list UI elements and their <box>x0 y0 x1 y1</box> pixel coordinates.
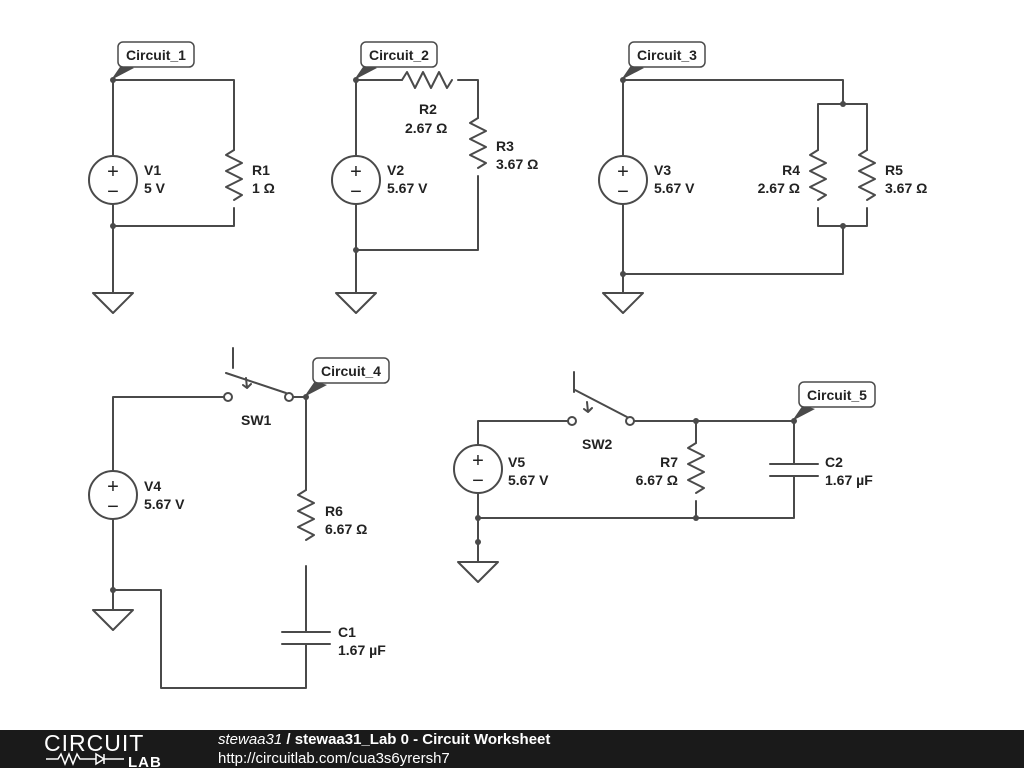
c1-value: 1.67 µF <box>338 642 386 658</box>
ground-symbol <box>92 292 134 314</box>
ground-symbol <box>457 561 499 583</box>
circuit-4: + − SW1 V4 5.67 V R6 6.67 Ω C1 1.67 µF C… <box>88 347 390 689</box>
sw2-name: SW2 <box>582 436 613 452</box>
worksheet-url[interactable]: http://circuitlab.com/cua3s6yrersh7 <box>218 750 450 767</box>
resistor-r2 <box>401 71 453 89</box>
circuit-2: + − V2 5.67 V R2 2.67 Ω R3 3.67 Ω Circui… <box>331 41 538 314</box>
footer-bar: CIRCUIT LAB stewaa31 / stewaa31_Lab 0 - … <box>0 730 1024 768</box>
v5-name: V5 <box>508 454 525 470</box>
resistor-r7 <box>687 442 705 494</box>
r4-name: R4 <box>782 162 800 178</box>
minus-symbol: − <box>107 496 119 518</box>
v1-name: V1 <box>144 162 161 178</box>
author-link[interactable]: stewaa31 <box>218 731 283 748</box>
r6-name: R6 <box>325 503 343 519</box>
logo-circuit-icon <box>46 751 124 767</box>
logo-text-bottom: LAB <box>128 754 162 767</box>
switch-sw2[interactable] <box>567 371 635 426</box>
plus-symbol: + <box>107 161 119 183</box>
svg-text:Circuit_4: Circuit_4 <box>321 363 381 379</box>
sw1-name: SW1 <box>241 412 272 428</box>
circuit-3-tag[interactable]: Circuit_3 <box>621 41 706 80</box>
minus-symbol: − <box>617 181 629 203</box>
v4-name: V4 <box>144 478 161 494</box>
title-separator: / <box>282 731 295 748</box>
circuit-2-tag[interactable]: Circuit_2 <box>354 41 438 80</box>
worksheet-title-text[interactable]: stewaa31_Lab 0 - Circuit Worksheet <box>294 731 551 748</box>
minus-symbol: − <box>350 181 362 203</box>
r2-name: R2 <box>419 101 437 117</box>
svg-text:Circuit_3: Circuit_3 <box>637 47 697 63</box>
circuit-3: + − V3 5.67 V R4 2.67 Ω R5 3.67 Ω Circui… <box>598 41 927 314</box>
capacitor-c1 <box>281 631 331 645</box>
r7-value: 6.67 Ω <box>636 472 678 488</box>
v3-value: 5.67 V <box>654 180 695 196</box>
v2-value: 5.67 V <box>387 180 428 196</box>
r3-name: R3 <box>496 138 514 154</box>
resistor-r4 <box>809 149 827 201</box>
c2-value: 1.67 µF <box>825 472 873 488</box>
ground-symbol <box>602 292 644 314</box>
c2-name: C2 <box>825 454 843 470</box>
r6-value: 6.67 Ω <box>325 521 367 537</box>
r1-value: 1 Ω <box>252 180 275 196</box>
c1-name: C1 <box>338 624 356 640</box>
worksheet-title: stewaa31 / stewaa31_Lab 0 - Circuit Work… <box>218 731 550 748</box>
voltage-source-v1: + − <box>88 155 138 205</box>
resistor-r5 <box>858 149 876 201</box>
r2-value: 2.67 Ω <box>405 120 447 136</box>
switch-sw1[interactable] <box>223 347 294 402</box>
r5-value: 3.67 Ω <box>885 180 927 196</box>
ground-symbol <box>335 292 377 314</box>
circuit-1-tag[interactable]: Circuit_1 <box>111 41 195 80</box>
v3-name: V3 <box>654 162 671 178</box>
voltage-source-v2: + − <box>331 155 381 205</box>
resistor-r1 <box>225 149 243 201</box>
plus-symbol: + <box>107 476 119 498</box>
resistor-r3 <box>469 117 487 169</box>
resistor-r6 <box>297 489 315 541</box>
r1-name: R1 <box>252 162 270 178</box>
r7-name: R7 <box>660 454 678 470</box>
schematic-canvas: + − V1 5 V R1 1 Ω Circuit_1 + − V2 5.67 … <box>88 41 927 689</box>
v1-value: 5 V <box>144 180 166 196</box>
voltage-source-v3: + − <box>598 155 648 205</box>
circuitlab-logo[interactable]: CIRCUIT LAB <box>44 731 176 767</box>
v4-value: 5.67 V <box>144 496 185 512</box>
svg-text:Circuit_2: Circuit_2 <box>369 47 429 63</box>
circuit-1: + − V1 5 V R1 1 Ω Circuit_1 <box>88 41 275 314</box>
capacitor-c2 <box>769 463 819 477</box>
plus-symbol: + <box>350 161 362 183</box>
plus-symbol: + <box>617 161 629 183</box>
voltage-source-v4: + − <box>88 470 138 520</box>
ground-symbol <box>92 609 134 631</box>
voltage-source-v5: + − <box>453 444 503 494</box>
svg-text:Circuit_5: Circuit_5 <box>807 387 867 403</box>
r3-value: 3.67 Ω <box>496 156 538 172</box>
r4-value: 2.67 Ω <box>758 180 800 196</box>
circuit-4-tag[interactable]: Circuit_4 <box>304 357 390 397</box>
plus-symbol: + <box>472 450 484 472</box>
v5-value: 5.67 V <box>508 472 549 488</box>
circuit-5: + − SW2 V5 5.67 V R7 6.67 Ω C2 1.67 µF C… <box>453 371 876 583</box>
logo-text-top: CIRCUIT <box>44 731 144 756</box>
minus-symbol: − <box>472 470 484 492</box>
circuit-5-tag[interactable]: Circuit_5 <box>792 381 876 421</box>
minus-symbol: − <box>107 181 119 203</box>
r5-name: R5 <box>885 162 903 178</box>
v2-name: V2 <box>387 162 404 178</box>
svg-text:Circuit_1: Circuit_1 <box>126 47 186 63</box>
